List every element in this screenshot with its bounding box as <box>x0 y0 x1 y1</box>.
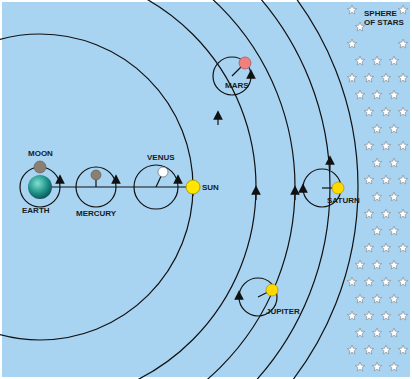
star-symbol <box>372 362 382 371</box>
star-symbol <box>355 56 365 65</box>
star-symbol <box>389 158 399 167</box>
star-symbol <box>398 107 408 116</box>
planet-label: MARS <box>225 82 249 91</box>
star-symbol <box>355 294 365 303</box>
star-symbol <box>389 362 399 371</box>
star-symbol <box>381 311 391 320</box>
star-symbol <box>347 311 357 320</box>
planet-label: VENUS <box>147 154 175 163</box>
star-symbol <box>355 22 365 31</box>
star-symbol <box>381 345 391 354</box>
star-symbol <box>398 243 408 252</box>
planet-label: SUN <box>202 184 219 193</box>
star-symbol <box>398 345 408 354</box>
star-symbol <box>364 345 374 354</box>
star-symbol <box>364 311 374 320</box>
sphere-label: SPHERE OF STARS <box>364 10 408 28</box>
star-symbol <box>381 243 391 252</box>
star-symbol <box>364 107 374 116</box>
star-symbol <box>398 175 408 184</box>
star-symbol <box>381 141 391 150</box>
star-symbol <box>347 345 357 354</box>
star-symbol <box>364 141 374 150</box>
star-symbol <box>381 175 391 184</box>
planet-label: MOON <box>28 150 53 159</box>
star-symbol <box>364 175 374 184</box>
planet-label: JUPITER <box>266 308 300 317</box>
star-symbol <box>381 107 391 116</box>
star-symbol <box>364 277 374 286</box>
star-symbol <box>372 294 382 303</box>
star-symbol <box>398 311 408 320</box>
star-symbol <box>389 56 399 65</box>
star-symbol <box>355 328 365 337</box>
star-symbol <box>398 141 408 150</box>
star-symbol <box>364 73 374 82</box>
star-symbol <box>372 260 382 269</box>
star-symbol <box>398 39 408 48</box>
star-symbol <box>398 209 408 218</box>
star-symbol <box>372 56 382 65</box>
star-symbol <box>364 243 374 252</box>
star-symbol <box>355 260 365 269</box>
star-symbol <box>372 90 382 99</box>
star-symbol <box>389 226 399 235</box>
star-symbol <box>347 73 357 82</box>
star-symbol <box>372 192 382 201</box>
planet-label: EARTH <box>22 207 50 216</box>
star-symbol <box>347 5 357 14</box>
star-symbol <box>372 226 382 235</box>
star-symbol <box>372 158 382 167</box>
star-symbol <box>398 73 408 82</box>
star-symbol <box>389 328 399 337</box>
star-symbol <box>355 362 365 371</box>
star-symbol <box>381 73 391 82</box>
star-symbol <box>372 124 382 133</box>
planet-label: MERCURY <box>76 210 116 219</box>
star-symbol <box>372 328 382 337</box>
star-symbol <box>347 277 357 286</box>
planet-label: SATURN <box>327 197 360 206</box>
star-symbol <box>347 39 357 48</box>
star-symbol <box>389 124 399 133</box>
star-symbol <box>389 260 399 269</box>
star-symbol <box>355 90 365 99</box>
star-symbol <box>389 90 399 99</box>
star-symbol <box>364 209 374 218</box>
star-symbol <box>381 209 391 218</box>
star-symbol <box>398 5 408 14</box>
star-symbol <box>381 277 391 286</box>
star-symbol <box>389 192 399 201</box>
star-symbol <box>389 294 399 303</box>
star-symbol <box>398 277 408 286</box>
